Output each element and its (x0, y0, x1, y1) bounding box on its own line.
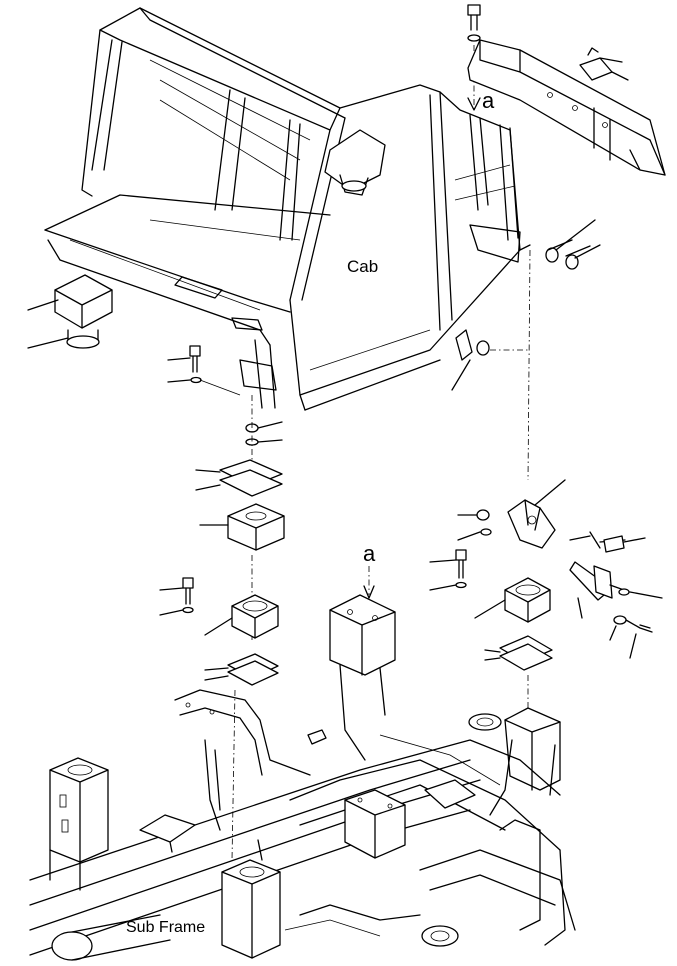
ref-a-bottom-label: a (363, 541, 376, 566)
right-mount-stack (429, 479, 663, 710)
cab-label: Cab (347, 257, 378, 276)
cab-mount-left-rear (27, 274, 113, 349)
centre-mount-stack (167, 345, 285, 640)
ref-a-top-label: a (482, 88, 495, 113)
sub-frame-label: Sub Frame (126, 919, 205, 936)
cab-right-pins (451, 219, 601, 481)
cab-assembly (44, 7, 531, 411)
ref-a-bottom-arrow: a (363, 541, 376, 599)
left-mount-stack (159, 577, 279, 861)
sub-frame-assembly (29, 594, 576, 961)
upper-right-bracket: a (467, 4, 666, 176)
